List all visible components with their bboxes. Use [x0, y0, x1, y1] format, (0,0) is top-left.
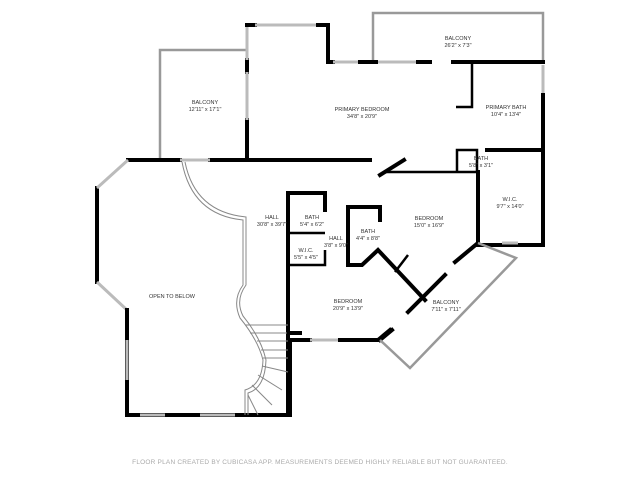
room-name: HALL	[329, 236, 343, 242]
staircase	[245, 324, 302, 416]
room-size: 9'7" x 14'0"	[496, 204, 523, 210]
room-name: BATH	[361, 229, 375, 235]
room-size: 5'8" x 3'1"	[469, 163, 493, 169]
room-name: BALCONY	[433, 300, 460, 306]
room-size: 34'8" x 20'9"	[347, 114, 377, 120]
room-labels: BALCONY 26'2" x 7'3" BALCONY 12'11" x 17…	[149, 36, 526, 313]
room-name: W.I.C.	[503, 197, 518, 203]
room-name: PRIMARY BATH	[486, 105, 527, 111]
room-name: BATH	[474, 156, 488, 162]
room-size: 26'2" x 7'3"	[444, 43, 471, 49]
room-size: 20'9" x 13'9"	[333, 306, 363, 312]
room-name: PRIMARY BEDROOM	[335, 107, 390, 113]
room-name: BALCONY	[445, 36, 472, 42]
room-size: 15'0" x 16'9"	[414, 223, 444, 229]
room-name: BEDROOM	[334, 299, 363, 305]
room-name: BALCONY	[192, 100, 219, 106]
room-size: 4'4" x 8'8"	[356, 236, 380, 242]
room-name: W.I.C.	[299, 248, 314, 254]
room-size: 5'5" x 4'5"	[294, 255, 318, 261]
room-size: 5'4" x 6'2"	[300, 222, 324, 228]
room-size: 30'8" x 39'7"	[257, 222, 287, 228]
room-name: BEDROOM	[415, 216, 444, 222]
walls	[95, 11, 545, 417]
room-size: 10'4" x 13'4"	[491, 112, 521, 118]
disclaimer-footer: FLOOR PLAN CREATED BY CUBICASA APP. MEAS…	[132, 459, 508, 466]
room-name: OPEN TO BELOW	[149, 294, 196, 300]
room-size: 12'11" x 17'1"	[189, 107, 222, 113]
room-size: 7'11" x 7'11"	[431, 307, 460, 313]
room-name: HALL	[265, 215, 279, 221]
room-name: BATH	[305, 215, 319, 221]
room-size: 3'8" x 9'0"	[324, 243, 348, 249]
